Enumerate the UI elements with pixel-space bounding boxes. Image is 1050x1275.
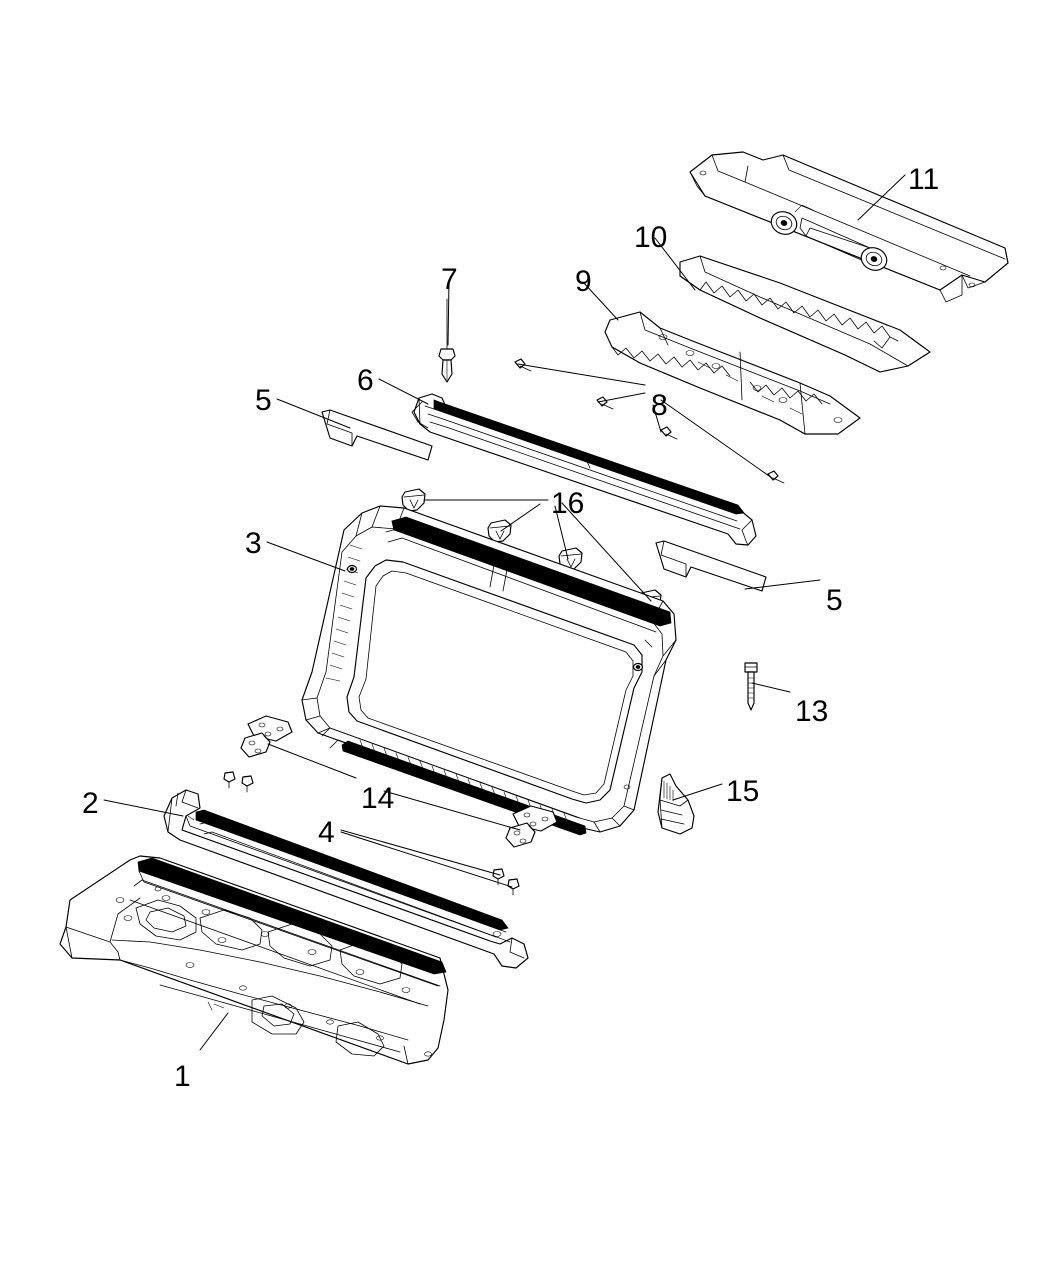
hinge (240, 715, 293, 758)
retainer-clip (401, 488, 426, 512)
screw-hinge (241, 775, 254, 793)
callout-number-16: 16 (551, 487, 585, 520)
callout-number-10: 10 (634, 221, 668, 254)
part-windshield-frame (301, 505, 677, 836)
part-bolt (744, 662, 758, 711)
callout-number-8: 8 (651, 389, 668, 422)
callout-number-11: 11 (908, 163, 940, 196)
retainer-clip (487, 519, 512, 543)
part-push-pin-fastener (438, 298, 456, 383)
screw-hinge (507, 878, 520, 896)
callout-number-1: 1 (174, 1060, 191, 1093)
callout-number-9: 9 (575, 265, 592, 298)
callout-number-6: 6 (357, 364, 374, 397)
screw (596, 396, 614, 410)
callout-number-15: 15 (726, 775, 760, 808)
part-header-reinforcement (604, 311, 861, 435)
part-corner-cover (657, 773, 695, 835)
part-upper-trim-left (321, 409, 433, 461)
part-header-seal (411, 393, 757, 546)
part-hinge-group (240, 715, 558, 848)
screw-hinge (223, 771, 236, 789)
part-header-panel (679, 255, 931, 373)
part-cowl-panel (59, 855, 449, 1065)
callout-number-3: 3 (245, 527, 262, 560)
hinge (505, 805, 558, 848)
callout-number-5-right: 5 (826, 584, 843, 617)
screw (660, 426, 678, 440)
part-screw-group (514, 358, 785, 484)
callout-number-5-left: 5 (255, 384, 272, 417)
callout-number-4: 4 (318, 816, 335, 849)
callout-number-14: 14 (361, 782, 395, 815)
callout-number-2: 2 (82, 787, 99, 820)
leader-lines (103, 174, 906, 1051)
part-cowl-side-rail (163, 789, 529, 969)
callout-number-7: 7 (441, 263, 458, 296)
callout-number-13: 13 (795, 695, 829, 728)
screw (514, 358, 532, 372)
part-upper-trim-right (655, 540, 767, 592)
part-roof-header-with-latches (689, 151, 1009, 303)
